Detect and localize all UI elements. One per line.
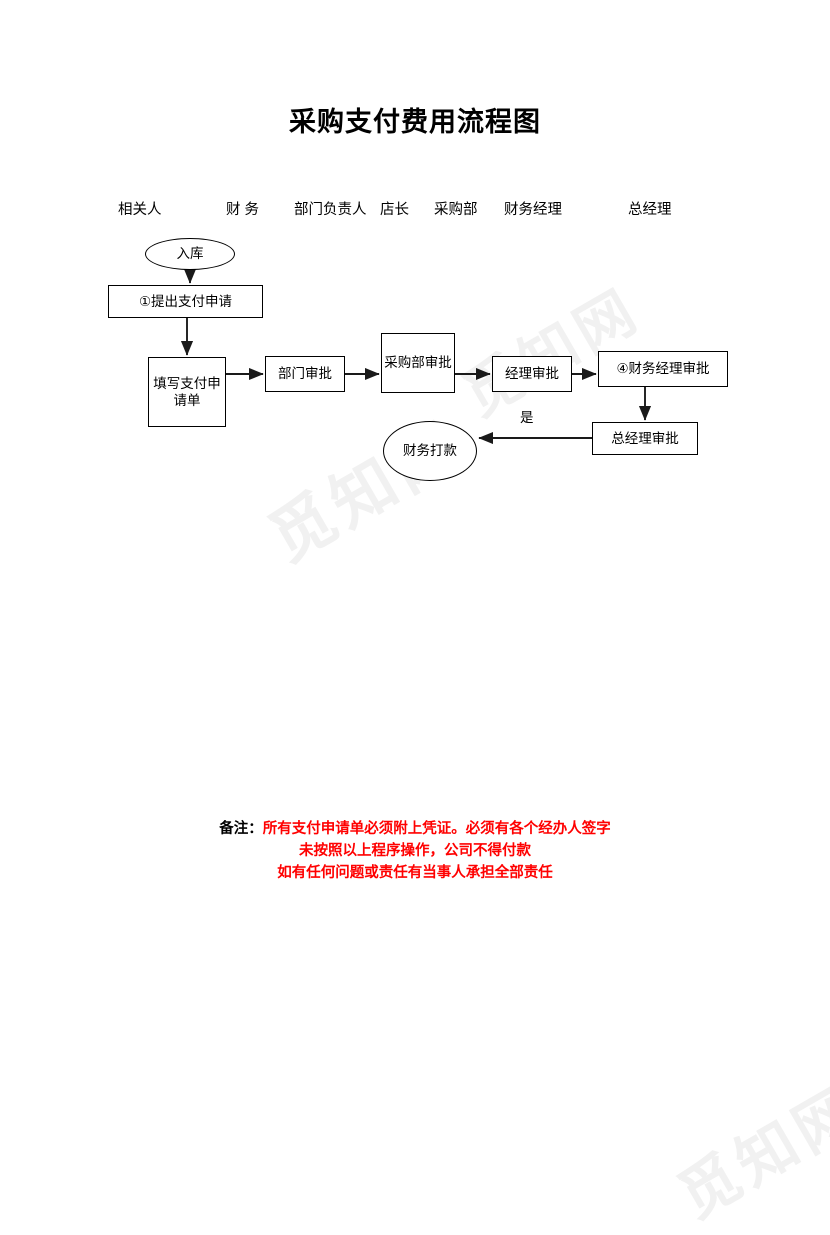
footnote-text-1: 所有支付申请单必须附上凭证。必须有各个经办人签字 [262, 821, 611, 837]
footnote-line-1: 备注：所有支付申请单必须附上凭证。必须有各个经办人签字 [0, 818, 830, 840]
column-header-5: 财务经理 [504, 202, 562, 218]
column-header-1: 财 务 [226, 202, 260, 218]
document-page: 觅知网 觅知网 觅知网 采购支付费用流程图 相关人财 务部门负责人店长采购部财务… [0, 107, 830, 1232]
column-header-3: 店长 [380, 202, 409, 218]
flow-node-zongjingli: 总经理审批 [592, 422, 698, 455]
column-header-2: 部门负责人 [294, 202, 367, 218]
flow-node-ruku: 入库 [145, 238, 235, 270]
column-header-6: 总经理 [628, 202, 672, 218]
flow-node-jingli: 经理审批 [492, 356, 572, 392]
flow-node-tianxie: 填写支付申请单 [148, 357, 226, 427]
flow-node-caiwujingli: ④财务经理审批 [598, 351, 728, 387]
column-header-4: 采购部 [434, 202, 478, 218]
footnote-label: 备注： [219, 821, 263, 837]
column-header-0: 相关人 [118, 202, 162, 218]
watermark-bottom: 觅知网 [667, 1073, 830, 1232]
flow-node-daikuan: 财务打款 [383, 421, 477, 481]
flow-arrows [180, 268, 652, 445]
page-title: 采购支付费用流程图 [289, 107, 541, 137]
edge-label-shi: 是 [520, 410, 534, 425]
footnote-block: 备注：所有支付申请单必须附上凭证。必须有各个经办人签字 未按照以上程序操作，公司… [0, 818, 830, 884]
footnote-text-2: 未按照以上程序操作，公司不得付款 [299, 843, 531, 860]
footnote-text-3: 如有任何问题或责任有当事人承担全部责任 [277, 865, 553, 882]
flow-node-caigoubu: 采购部审批 [381, 333, 455, 393]
watermark-upper: 觅知网 [452, 276, 652, 430]
flow-node-bumen: 部门审批 [265, 356, 345, 392]
flow-node-tichu: ①提出支付申请 [108, 285, 263, 318]
